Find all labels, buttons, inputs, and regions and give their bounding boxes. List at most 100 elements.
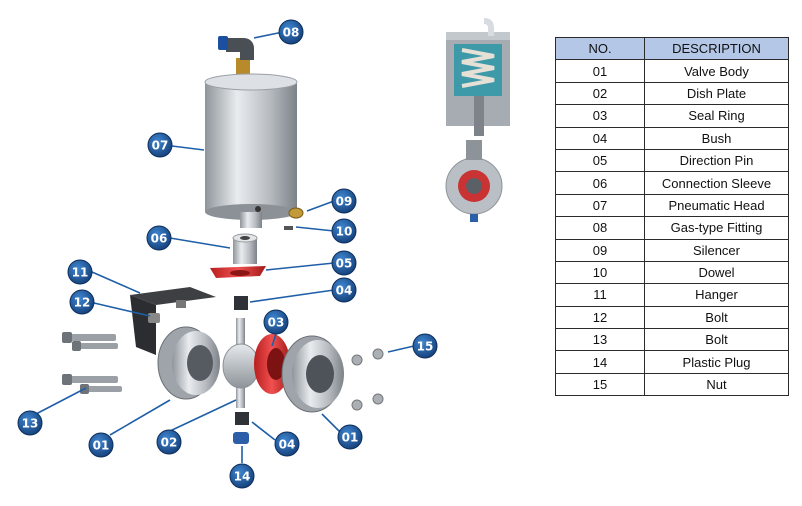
- callout-01-right: 01: [337, 424, 363, 450]
- valve-body-left: [157, 326, 220, 400]
- row-no: 13: [555, 328, 645, 352]
- callout-06: 06: [146, 225, 172, 251]
- row-description: Dish Plate: [644, 81, 789, 106]
- callout-02: 02: [156, 429, 182, 455]
- bolt-12: [148, 313, 160, 323]
- row-description: Bolt: [644, 305, 789, 330]
- row-description: Hanger: [644, 283, 789, 307]
- callout-14: 14: [229, 463, 255, 489]
- row-no: 08: [555, 216, 645, 240]
- row-no: 10: [555, 260, 645, 285]
- row-no: 02: [555, 81, 645, 106]
- callout-11-label: 11: [72, 266, 89, 280]
- leader-lines: [35, 31, 415, 463]
- assembled-valve-cutaway: [445, 18, 510, 222]
- callout-13-label: 13: [22, 417, 39, 431]
- callout-05: 05: [331, 250, 357, 276]
- seal-ring: [254, 334, 290, 394]
- callout-05-label: 05: [336, 257, 353, 271]
- header-description: DESCRIPTION: [644, 36, 789, 61]
- hanger: [130, 287, 216, 355]
- callout-01-left: 01: [88, 432, 114, 458]
- silencer: [288, 207, 304, 219]
- plastic-plug: [233, 432, 249, 444]
- callout-01-left-label: 01: [93, 439, 110, 453]
- callout-07: 07: [147, 132, 173, 158]
- callout-04-lower-label: 04: [279, 438, 296, 452]
- bush-lower: [235, 412, 249, 425]
- row-no: 15: [555, 372, 645, 397]
- row-no: 14: [555, 350, 645, 374]
- row-description: Plastic Plug: [644, 350, 789, 374]
- callout-06-label: 06: [151, 232, 168, 246]
- gas-type-fitting: [218, 36, 254, 76]
- row-no: 01: [555, 59, 645, 83]
- bush-upper: [234, 296, 248, 310]
- callout-14-label: 14: [234, 470, 251, 484]
- callout-10-label: 10: [336, 225, 353, 239]
- callout-03-label: 03: [268, 316, 285, 330]
- callout-04-upper-label: 04: [336, 284, 353, 298]
- row-description: Direction Pin: [644, 148, 789, 173]
- callout-01-right-label: 01: [342, 431, 359, 445]
- dish-plate: [222, 318, 260, 408]
- callout-08-label: 08: [283, 26, 300, 40]
- callout-08: 08: [278, 19, 304, 45]
- row-description: Bush: [644, 126, 789, 150]
- connection-sleeve: [232, 233, 258, 264]
- callout-04-upper: 04: [331, 277, 357, 303]
- dowel: [284, 226, 293, 230]
- row-no: 03: [555, 104, 645, 128]
- row-description: Dowel: [644, 260, 789, 285]
- row-no: 06: [555, 171, 645, 195]
- bolts-13: [62, 332, 122, 394]
- callout-02-label: 02: [161, 436, 178, 450]
- callout-15: 15: [412, 333, 438, 359]
- row-description: Connection Sleeve: [644, 171, 789, 195]
- row-description: Bolt: [644, 328, 789, 352]
- exploded-valve-diagram: 08 07 09 10 06 05 11 04 12 03 15 13: [17, 18, 510, 489]
- callout-12-label: 12: [74, 296, 91, 310]
- direction-pin: [210, 266, 266, 278]
- callout-10: 10: [331, 218, 357, 244]
- row-no: 07: [555, 193, 645, 218]
- row-description: Silencer: [644, 238, 789, 262]
- pneumatic-head: [204, 73, 298, 228]
- row-description: Seal Ring: [644, 104, 789, 128]
- row-description: Valve Body: [644, 59, 789, 83]
- row-no: 09: [555, 238, 645, 262]
- table-header-row: NO. DESCRIPTION: [555, 36, 789, 61]
- valve-body-right: [281, 335, 344, 413]
- callout-04-lower: 04: [274, 431, 300, 457]
- callout-03: 03: [263, 309, 289, 335]
- header-no: NO.: [555, 36, 645, 61]
- row-description: Pneumatic Head: [644, 193, 789, 218]
- callout-07-label: 07: [152, 139, 169, 153]
- callout-12: 12: [69, 289, 95, 315]
- callout-15-label: 15: [417, 340, 434, 354]
- nuts: [351, 348, 384, 411]
- row-no: 04: [555, 126, 645, 150]
- row-no: 12: [555, 305, 645, 330]
- callout-09-label: 09: [336, 195, 353, 209]
- callout-11: 11: [67, 259, 93, 285]
- row-description: Gas-type Fitting: [644, 216, 789, 240]
- callout-09: 09: [331, 188, 357, 214]
- row-no: 05: [555, 148, 645, 173]
